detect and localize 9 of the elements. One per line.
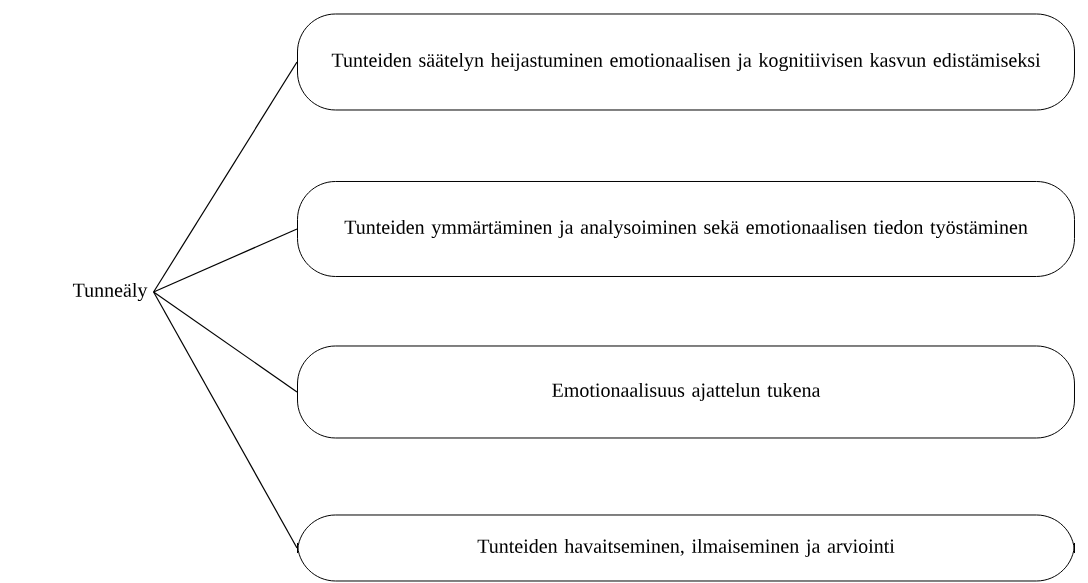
root-label: Tunneäly [72, 282, 148, 302]
connector-line [153, 61, 298, 293]
rounded-box: Tunteiden ymmärtäminen ja analysoiminen sekä emotionaalisen tiedon työstäminen [297, 181, 1075, 277]
connector-line [153, 291, 298, 549]
connector-line [153, 291, 298, 393]
connector-line [153, 228, 298, 293]
rounded-box: Tunteiden säätelyn heijastuminen emotionaalisen ja kognitiivisen kasvun edistämiseksi [297, 13, 1075, 111]
rounded-box: Emotionaalisuus ajattelun tukena [297, 345, 1075, 439]
rounded-box: Tunteiden havaitseminen, ilmaiseminen ja arviointi [297, 514, 1075, 582]
